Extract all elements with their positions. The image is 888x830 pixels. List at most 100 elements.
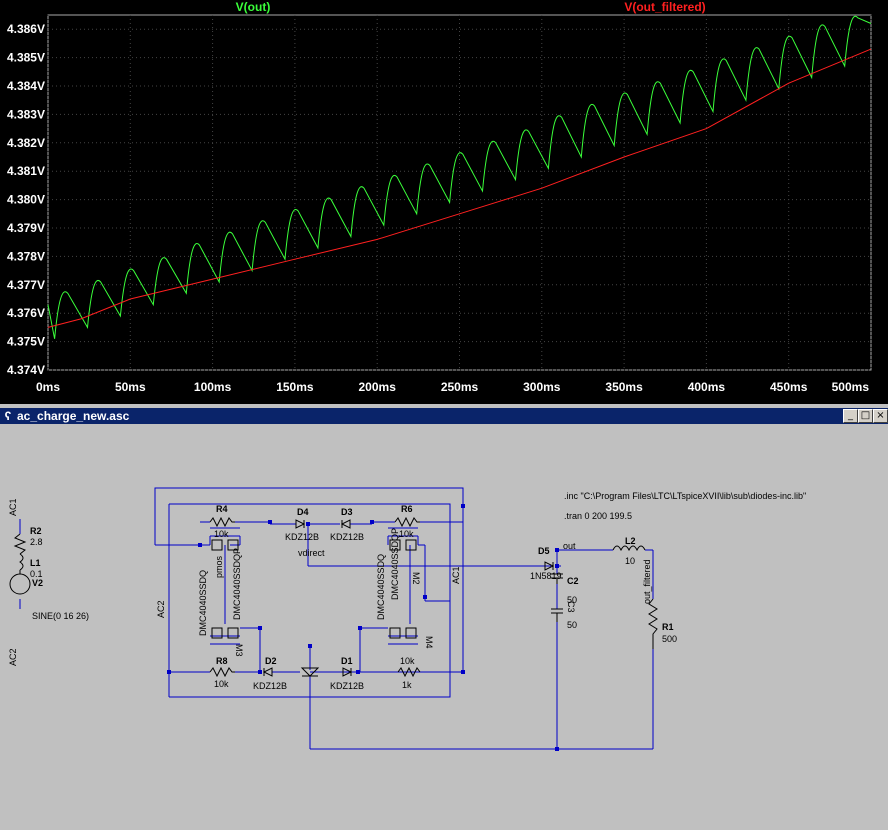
d3-symbol	[340, 519, 351, 529]
d2-value: KDZ12B	[253, 681, 287, 691]
m-right-part-b: DMC4040SSDQP	[390, 528, 400, 600]
d5-label: D5	[538, 546, 550, 556]
d2-symbol	[262, 667, 273, 677]
y-tick-label: 4.383V	[7, 107, 45, 121]
r2-value: 2.8	[30, 537, 43, 547]
minimize-button[interactable]: _	[843, 409, 858, 423]
schematic-window-title: ac_charge_new.asc	[17, 409, 130, 423]
pane-divider[interactable]	[0, 404, 888, 408]
l1-symbol	[19, 553, 24, 571]
l1-label: L1	[30, 558, 41, 568]
r4-label: R4	[216, 504, 228, 514]
mosfet-symbols	[211, 539, 417, 639]
m-right-part-a: DMC4040SSDQ	[376, 554, 386, 620]
y-tick-label: 4.379V	[7, 221, 45, 235]
junction-dots	[167, 504, 559, 751]
ac1-source-label: AC1	[8, 498, 18, 516]
r1-value: 500	[662, 634, 677, 644]
r4-value: 10k	[214, 529, 229, 539]
legend-v-out[interactable]: V(out)	[236, 0, 271, 14]
y-tick-label: 4.381V	[7, 164, 45, 178]
l2-value: 10	[625, 556, 635, 566]
m2-label: M2	[411, 572, 421, 585]
x-tick-label: 100ms	[194, 380, 232, 394]
l2-label: L2	[625, 536, 636, 546]
ac2-source-label: AC2	[8, 648, 18, 666]
y-tick-label: 4.386V	[7, 22, 45, 36]
d4-symbol	[295, 519, 306, 529]
m-top-right-1	[389, 539, 401, 551]
c2-value: 50	[567, 595, 577, 605]
plot-series	[47, 15, 872, 339]
x-tick-label: 350ms	[605, 380, 643, 394]
spice-directive-inc[interactable]: .inc "C:\Program Files\LTC\LTspiceXVII\l…	[564, 491, 806, 501]
m-top-left-2	[227, 539, 239, 551]
x-tick-label: 50ms	[115, 380, 146, 394]
v2-symbol	[9, 573, 31, 595]
r2-label: R2	[30, 526, 42, 536]
net-ac2-label: AC2	[156, 600, 166, 618]
net-out-label: out	[563, 541, 576, 551]
d-center-symbol	[300, 667, 320, 677]
close-button[interactable]: ×	[873, 409, 888, 423]
y-tick-label: 4.378V	[7, 249, 45, 263]
diode-symbols	[262, 519, 555, 677]
m-bottom-left-2	[227, 627, 239, 639]
r6-value: 10k	[399, 529, 414, 539]
y-tick-label: 4.384V	[7, 79, 45, 93]
schematic-wires	[19, 487, 654, 750]
l2-symbol	[612, 545, 646, 552]
y-tick-label: 4.380V	[7, 193, 45, 207]
m4-symbol	[389, 627, 401, 639]
x-tick-label: 0ms	[36, 380, 60, 394]
d5-value: 1N5819	[530, 571, 562, 581]
r6-label: R6	[401, 504, 413, 514]
waveform-plot[interactable]: 4.386V4.385V4.384V4.383V4.382V4.381V4.38…	[0, 0, 888, 404]
r-bottom-right-symbol	[397, 666, 421, 678]
c3-value: 50	[567, 620, 577, 630]
m-top-right-2	[405, 539, 417, 551]
x-tick-label: 500ms	[832, 380, 870, 394]
m-top-left-1	[211, 539, 223, 551]
series-v-out	[47, 15, 872, 339]
y-tick-label: 4.385V	[7, 51, 45, 65]
d1-symbol	[342, 667, 353, 677]
m-bottom-right-2	[405, 627, 417, 639]
spice-directive-tran[interactable]: .tran 0 200 199.5	[564, 511, 632, 521]
x-tick-label: 400ms	[688, 380, 726, 394]
d4-label: D4	[297, 507, 309, 517]
y-tick-label: 4.377V	[7, 278, 45, 292]
m-pmos-label: pmos	[214, 555, 224, 578]
y-tick-label: 4.375V	[7, 335, 45, 349]
r6-symbol	[394, 516, 420, 528]
l1-value: 0.1	[30, 569, 43, 579]
r1-symbol	[648, 598, 658, 649]
v2-label: V2	[32, 578, 43, 588]
schematic-window[interactable]: ʕ ac_charge_new.asc _ □ ×	[0, 408, 888, 830]
x-tick-label: 450ms	[770, 380, 808, 394]
maximize-button[interactable]: □	[858, 409, 873, 423]
d1-label: D1	[341, 656, 353, 666]
d4-value: KDZ12B	[285, 532, 319, 542]
d2-label: D2	[265, 656, 277, 666]
r-bottom-right-upper-value: 10k	[400, 656, 415, 666]
y-tick-label: 4.374V	[7, 363, 45, 377]
r4-symbol	[209, 516, 235, 528]
schematic-titlebar[interactable]: ʕ ac_charge_new.asc _ □ ×	[0, 408, 888, 424]
net-vdirect-label: vdirect	[298, 548, 325, 558]
m-left-part-b: DMC4040SSDQP	[232, 548, 242, 620]
d1-value: KDZ12B	[330, 681, 364, 691]
m-left-part-a: DMC4040SSDQ	[198, 570, 208, 636]
r1-label: R1	[662, 622, 674, 632]
schematic-canvas[interactable]: AC1 R2 2.8 L1 0.1 V2 SINE(0 16 26) AC2 A…	[0, 424, 888, 830]
d3-value: KDZ12B	[330, 532, 364, 542]
series-v-out-filtered	[47, 48, 872, 328]
plot-area	[47, 14, 872, 371]
c3-label: C3	[566, 601, 576, 613]
legend-v-out-filtered[interactable]: V(out_filtered)	[624, 0, 705, 14]
r8-symbol	[209, 666, 235, 678]
v2-value: SINE(0 16 26)	[32, 611, 89, 621]
d5-symbol	[544, 561, 555, 571]
